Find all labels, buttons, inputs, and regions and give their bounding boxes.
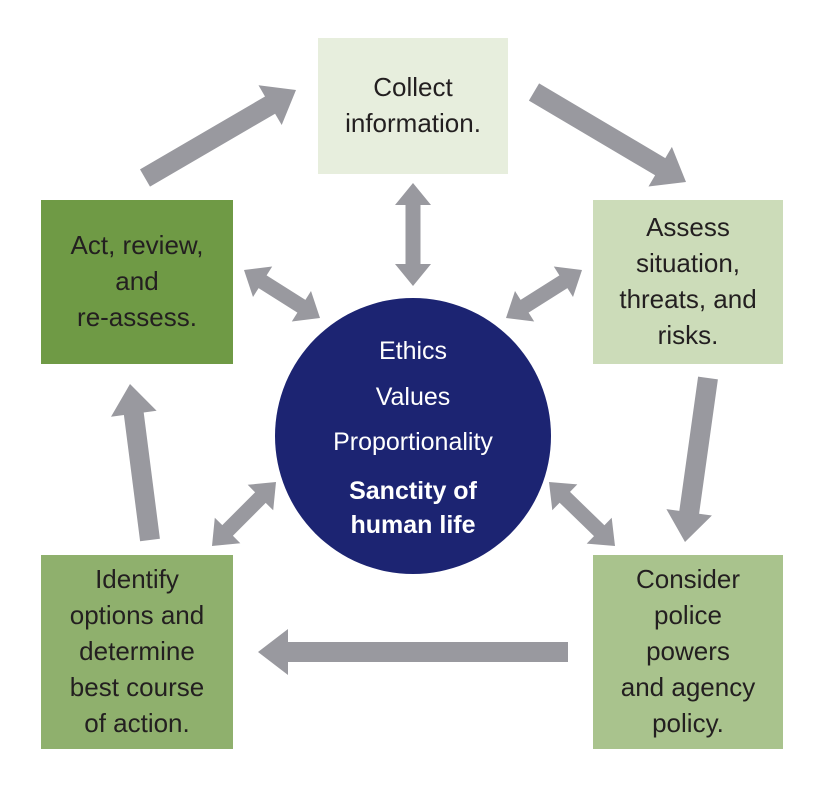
center-line-values: Values bbox=[375, 382, 451, 411]
center-line-proportionality: Proportionality bbox=[333, 427, 493, 456]
node-collect-information: Collect information. bbox=[318, 38, 508, 174]
center-values-circle: Ethics Values Proportionality Sanctity o… bbox=[275, 298, 551, 574]
link-act-center bbox=[244, 266, 320, 322]
arrow-collect-to-assess bbox=[528, 83, 686, 187]
center-line-sanctity: Sanctity of human life bbox=[349, 477, 477, 539]
link-assess-center bbox=[506, 266, 582, 322]
node-consider-powers: Consider police powers and agency policy… bbox=[593, 555, 783, 749]
node-act-review: Act, review, and re-assess. bbox=[41, 200, 233, 364]
link-identify-center bbox=[212, 482, 276, 546]
node-assess-situation: Assess situation, threats, and risks. bbox=[593, 200, 783, 364]
node-act-label: Act, review, and re-assess. bbox=[70, 230, 204, 332]
arrow-assess-to-consider bbox=[666, 376, 718, 542]
node-consider-label: Consider police powers and agency policy… bbox=[620, 564, 756, 738]
center-line-ethics: Ethics bbox=[378, 337, 448, 366]
arrow-identify-to-act bbox=[111, 384, 160, 542]
node-assess-label: Assess situation, threats, and risks. bbox=[619, 212, 757, 350]
link-collect-center bbox=[395, 183, 431, 286]
link-consider-center bbox=[549, 482, 615, 546]
node-collect-label: Collect information. bbox=[345, 72, 481, 138]
node-identify-label: Identify options and determine best cour… bbox=[69, 564, 205, 738]
arrow-consider-to-identify bbox=[258, 629, 568, 675]
arrow-act-to-collect bbox=[140, 85, 296, 187]
node-identify-options: Identify options and determine best cour… bbox=[41, 555, 233, 749]
